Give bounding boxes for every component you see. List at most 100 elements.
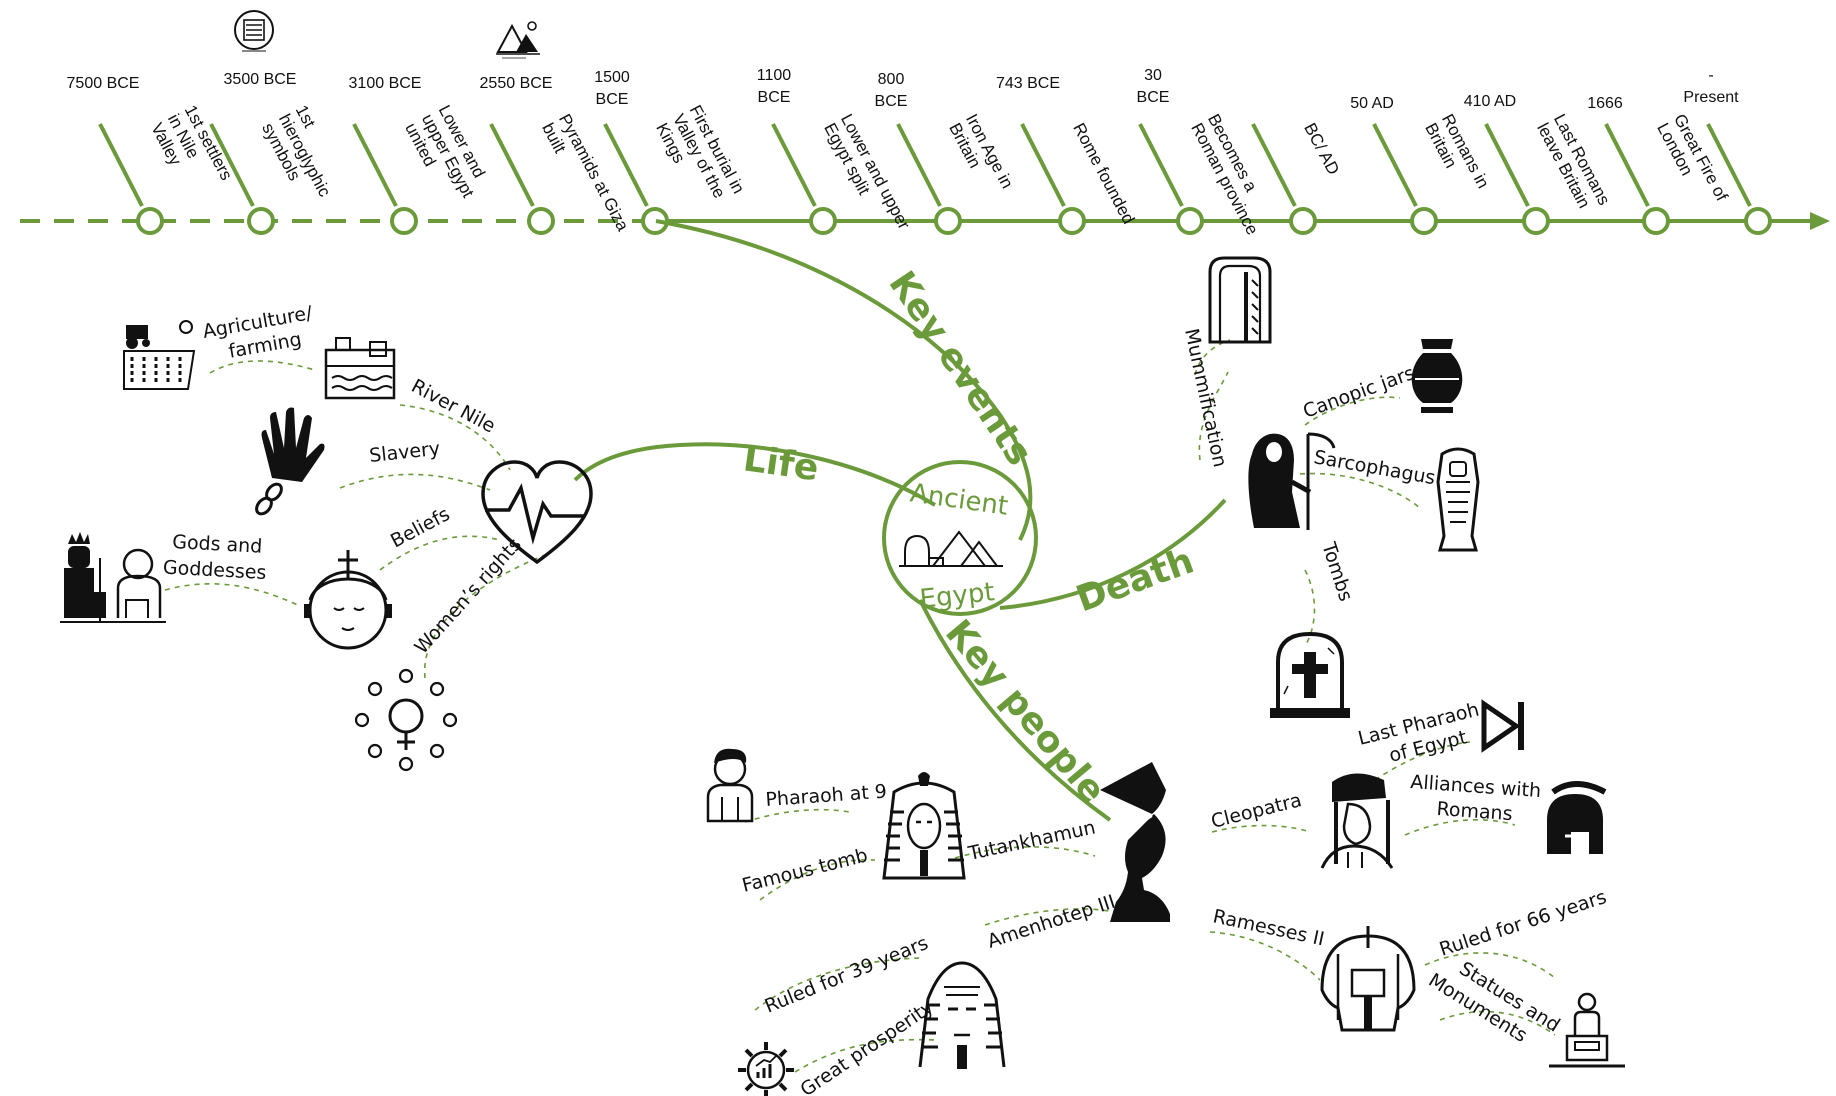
timeline-stem [489,123,535,207]
leaf-alliances: Alliances with Romans [1408,771,1548,827]
timeline-node [1289,207,1317,235]
timeline-stem [1138,123,1184,207]
leaf-canopic-jars: Canopic jars [1300,362,1418,423]
center-circle [882,460,1038,616]
timeline-node [934,207,962,235]
leaf-beliefs: Beliefs [387,503,453,552]
timeline-stem [603,123,649,207]
branch-line-life [573,442,937,507]
branch-line-death [999,498,1227,610]
leaf-gods: Gods and Goddesses [162,531,269,584]
leaf-sarcophagus: Sarcophagus [1312,446,1437,489]
timeline-event-label: Iron Age inBritain [945,111,1017,201]
timeline-node [809,207,837,235]
timeline-event-label: Romans inBritain [1421,111,1493,201]
leaf-ramesses: Ramesses II [1211,905,1326,950]
leaf-ruled-66: Ruled for 66 years [1437,886,1609,961]
nefertiti-bust-icon [1100,762,1170,922]
leaf-tutankhamun: Tutankhamun [965,817,1097,866]
life-leaves: Agriculture/ farming River Nile Slavery … [60,302,593,772]
timeline-node [390,207,418,235]
timeline-event-label: First burial inValley of theKings [652,102,748,215]
center-title-line1: Ancient [908,478,1010,521]
womens-rights-icon [354,668,458,772]
grim-reaper-icon [1248,432,1336,530]
tutankhamun-mask-icon [882,772,966,880]
timeline-stem [1706,123,1752,207]
hieroglyph-tablet-icon [234,10,274,52]
timeline-event-label: Great Fire ofLondon [1653,111,1731,213]
timeline-stem [1020,123,1066,207]
timeline-stem [1251,123,1297,207]
sarcophagus-icon [1436,447,1480,552]
timeline-node [1410,207,1438,235]
cleopatra-icon [1320,773,1394,869]
chained-hand-icon [255,407,325,516]
timeline-date: 743 BCE [996,75,1060,92]
prosperity-gear-chart-icon [738,1042,794,1096]
leaf-pharaoh-at-9: Pharaoh at 9 [765,781,888,811]
pyramids-icon [496,21,540,59]
timeline-node [247,207,275,235]
timeline-event-label: Lower andupper Egyptunited [401,102,494,210]
timeline-ticks [98,123,1772,235]
timeline-event-label: 1st settlersin NileValley [147,102,236,201]
timeline-stem [1484,123,1530,207]
timeline-date: 2550 BCE [480,75,553,92]
timeline-event-label: BC/ AD [1300,120,1343,178]
timeline-date: 50 AD [1350,95,1394,112]
timeline-stem [352,123,398,207]
pyramids-sphinx-icon [899,530,1003,567]
end-icon [1481,699,1524,753]
timeline-event-label: 1sthieroglyphicsymbols [258,102,351,209]
amenhotep-mask-icon [918,961,1006,1069]
timeline-stem [209,123,255,207]
timeline-node [1744,207,1772,235]
timeline-arrowhead [1810,212,1830,230]
death-leaves: Mummification Canopic jars Sarcophagus T… [1180,256,1480,718]
timeline-node [1642,207,1670,235]
leaf-famous-tomb: Famous tomb [740,844,870,896]
leaf-mummification: Mummification [1180,326,1231,469]
branch-label-life: Life [741,438,821,489]
timeline-date: 1666 [1587,95,1623,112]
timeline-date: 3100 BCE [349,75,422,92]
timeline-stem [896,123,942,207]
branch-line-key-people [918,599,1112,822]
leaf-ruled-39: Ruled for 39 years [762,932,932,1018]
timeline-node [136,207,164,235]
timeline-date: 410 AD [1464,93,1516,110]
timeline-node [1522,207,1550,235]
statue-icon [1549,992,1625,1068]
timeline-stem [1604,123,1650,207]
leaf-amenhotep: Amenhotep III [985,891,1118,953]
timeline-node [1176,207,1204,235]
leaf-statues: Statues and Monuments [1425,947,1569,1062]
timeline-stem [771,123,817,207]
leaf-river-nile: River Nile [408,375,499,437]
timeline-stem [1372,123,1418,207]
branch-label-key-people: Key people [937,612,1113,811]
timeline-node [1058,207,1086,235]
heart-rate-icon [481,460,593,565]
center-node: Ancient Egypt [899,478,1010,615]
gods-and-goddesses-icon [60,532,166,623]
boy-icon [706,748,754,823]
leaf-connectors [164,339,1556,1073]
timeline-date: 3500 BCE [224,71,297,88]
farming-icon [123,320,196,390]
branch-label-death: Death [1071,540,1199,620]
timeline-date: -Present [1683,67,1739,106]
timeline-stem [98,123,144,207]
timeline-event-label: Last Romansleave Britain [1533,111,1614,217]
leaf-slavery: Slavery [368,438,441,467]
branch-line-key-events [655,219,1033,541]
leaf-last-pharaoh: Last Pharaoh of Egypt [1356,697,1493,773]
river-nile-icon [324,337,396,400]
